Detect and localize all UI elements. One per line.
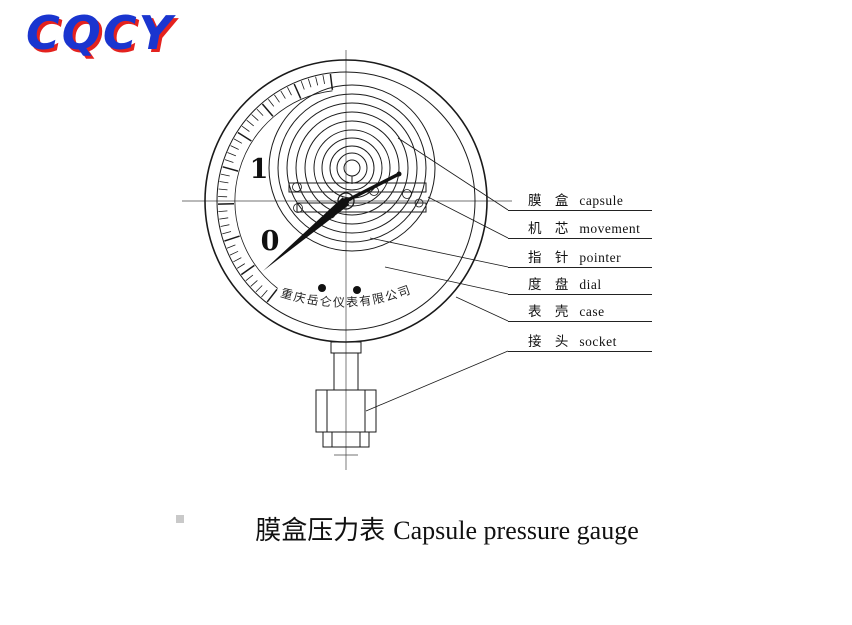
scale-inner-arc bbox=[234, 90, 333, 289]
caption-cn: 膜盒压力表 bbox=[255, 516, 386, 545]
label-dial-cn: 度 盘 bbox=[528, 277, 574, 292]
socket-assembly bbox=[315, 341, 377, 448]
leader-lines bbox=[365, 137, 509, 412]
scale-number-0: 0 bbox=[261, 226, 280, 257]
pointer-hub bbox=[337, 192, 355, 210]
label-case-en: case bbox=[579, 304, 605, 319]
leader-case bbox=[455, 296, 509, 322]
dial-circle bbox=[216, 71, 476, 331]
scale-number-1: 1 bbox=[250, 154, 269, 185]
dial-screw-right bbox=[353, 286, 361, 294]
label-socket: 接 头 socket bbox=[508, 334, 652, 352]
brand-logo: CQCY CQCY bbox=[26, 6, 246, 68]
pointer-needle bbox=[263, 171, 402, 271]
leader-capsule bbox=[397, 137, 509, 211]
label-dial-en: dial bbox=[579, 277, 602, 292]
label-movement-en: movement bbox=[579, 221, 641, 236]
dial-screw-left bbox=[318, 284, 326, 292]
brand-logo-text: CQCY bbox=[26, 6, 174, 60]
label-capsule-cn: 膜 盒 bbox=[528, 193, 574, 208]
caption-en: Capsule pressure gauge bbox=[393, 516, 639, 545]
label-pointer: 指 针 pointer bbox=[508, 250, 652, 268]
leader-dial bbox=[384, 266, 509, 295]
label-movement: 机 芯 movement bbox=[508, 221, 652, 239]
label-socket-cn: 接 头 bbox=[528, 334, 574, 349]
label-case-cn: 表 壳 bbox=[528, 304, 574, 319]
label-dial: 度 盘 dial bbox=[508, 277, 652, 295]
brand-logo-shadow: CQCY bbox=[29, 9, 177, 63]
label-pointer-cn: 指 针 bbox=[528, 250, 574, 265]
label-capsule: 膜 盒 capsule bbox=[508, 193, 652, 211]
leader-socket bbox=[365, 350, 509, 412]
capsule-circles bbox=[268, 84, 436, 252]
stray-mark bbox=[176, 515, 184, 523]
label-case: 表 壳 case bbox=[508, 304, 652, 322]
label-socket-en: socket bbox=[579, 334, 617, 349]
label-movement-cn: 机 芯 bbox=[528, 221, 574, 236]
socket-cap bbox=[322, 431, 370, 448]
movement-screws bbox=[292, 182, 424, 219]
label-pointer-en: pointer bbox=[579, 250, 622, 265]
movement-plates bbox=[288, 182, 427, 213]
label-capsule-en: capsule bbox=[579, 193, 624, 208]
leader-pointer bbox=[369, 237, 509, 268]
leader-movement bbox=[427, 196, 509, 239]
